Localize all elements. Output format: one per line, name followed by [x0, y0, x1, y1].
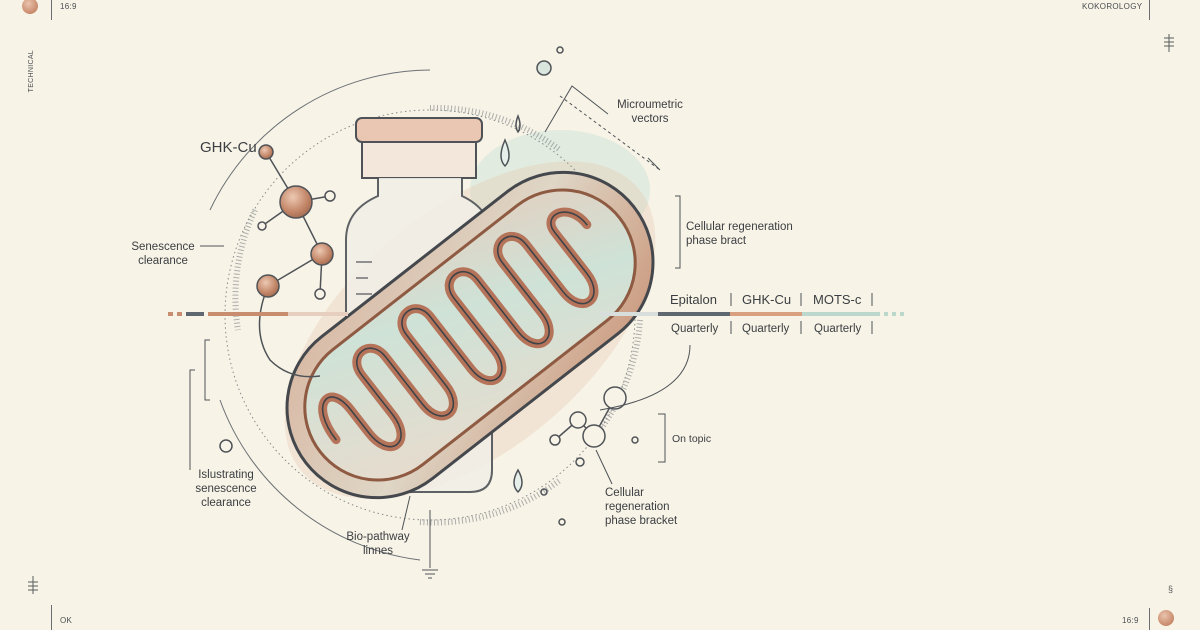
- brand-label: KOKOROLOGY: [1082, 2, 1143, 11]
- cellular-regeneration-bracket-label: Cellular regeneration phase bracket: [605, 487, 678, 527]
- schedule-name-mots-c: MOTS-c: [813, 292, 862, 307]
- aspect-ratio-top: 16:9: [60, 2, 77, 11]
- timeline-band: [168, 312, 904, 316]
- frame-line-left-lower: [51, 605, 52, 630]
- mitochondrion: [285, 170, 655, 500]
- schedule-dividers: [730, 293, 873, 334]
- frame-line-bottom-right: [1149, 608, 1150, 630]
- bio-pathway-label: Bio-pathway linnes: [346, 531, 410, 557]
- on-topic-label: On topic: [672, 433, 712, 445]
- droplet-small-icon: [515, 113, 521, 134]
- schedule-name-epitalon: Epitalon: [670, 292, 717, 307]
- cellular-regeneration-bract-label: Cellular regeneration phase bract: [686, 221, 793, 247]
- menu-icon-left: [28, 576, 38, 594]
- aspect-ratio-bottom: 16:9: [1122, 616, 1139, 625]
- illustrating-senescence-label: Islustrating senescence clearance: [195, 469, 257, 509]
- floating-circles: [219, 46, 639, 526]
- status-ok: OK: [60, 616, 73, 625]
- microumetric-vectors-label: Microumetric vectors: [617, 99, 683, 125]
- schedule-name-ghk-cu: GHK-Cu: [742, 292, 792, 307]
- right-molecule: [549, 386, 627, 448]
- corner-dot-bottom-right: [1158, 610, 1174, 626]
- frame-line-top-right: [1149, 0, 1150, 20]
- corner-dot-top-left: [22, 0, 38, 14]
- ghk-cu-molecule: [256, 144, 336, 378]
- senescence-clearance-label: Senescence clearance: [131, 241, 195, 267]
- ghk-cu-label: GHK-Cu: [200, 139, 257, 156]
- schedule-frequency-mots-c: Quarterly: [814, 323, 862, 335]
- leader-lines: [189, 85, 691, 579]
- schedule-frequency-epitalon: Quarterly: [671, 323, 719, 335]
- small-glyph-icon: §: [1168, 584, 1173, 594]
- menu-icon-right: [1164, 34, 1174, 52]
- frame-line-top-left: [51, 0, 52, 20]
- droplet-icon: [500, 138, 510, 168]
- droplet-lower-icon: [513, 468, 523, 494]
- schedule-frequency-ghk-cu: Quarterly: [742, 323, 790, 335]
